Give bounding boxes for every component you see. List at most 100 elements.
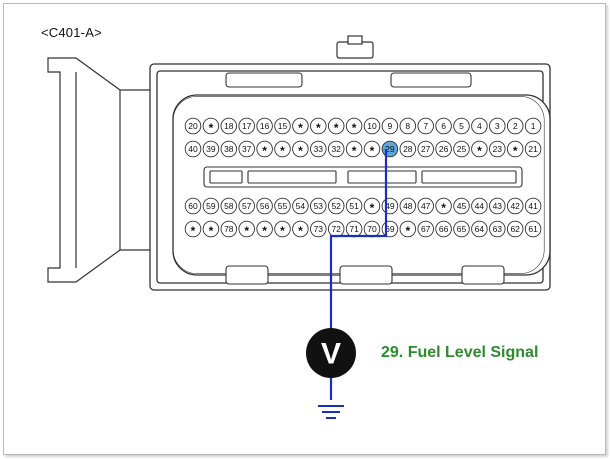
pin-circle [202,197,220,215]
pin-circle [417,197,434,215]
pin-empty: * [345,117,363,135]
pin-label: 78 [224,224,234,234]
pin-empty: * [363,197,381,215]
pin-circle [327,197,345,215]
pin-label: 58 [224,201,234,211]
pin-70: 70 [363,220,381,238]
pin-57: 57 [238,197,255,215]
pin-empty: * [345,140,363,158]
pin-circle [399,220,417,238]
pin-42: 42 [506,197,524,215]
pin-empty: * [202,220,220,238]
pin-label: 69 [385,224,395,234]
pin-circle [453,117,470,135]
pin-circle [274,117,291,135]
pin-20: 20 [184,117,202,135]
pin-label: 15 [278,121,288,131]
pin-44: 44 [471,197,488,215]
pin-circle [506,140,524,158]
pin-label: 39 [206,144,216,154]
pin-26: 26 [435,140,452,158]
pin-empty: * [327,117,345,135]
pin-32: 32 [327,140,345,158]
pin-label: 7 [423,121,428,131]
pin-circle [184,140,202,158]
pin-empty: * [292,140,309,158]
pin-27: 27 [417,140,434,158]
pin-41: 41 [524,197,542,215]
signal-label: 29. Fuel Level Signal [381,344,539,361]
pin-label: 2 [513,121,518,131]
pin-label: 60 [188,201,198,211]
pin-label: 49 [385,201,395,211]
pin-48: 48 [399,197,417,215]
pin-label: 66 [439,224,449,234]
pin-7: 7 [417,117,434,135]
pin-circle [417,140,434,158]
pin-circle [238,220,255,238]
pin-45: 45 [453,197,470,215]
pin-circle [292,117,309,135]
pin-empty: * [292,220,309,238]
pin-25: 25 [453,140,470,158]
pin-label: 63 [493,224,503,234]
pin-circle [435,140,452,158]
pin-circle [220,197,238,215]
pin-label: 59 [206,201,216,211]
pin-label: 57 [242,201,252,211]
pin-label: * [513,144,518,158]
pin-label: 64 [475,224,485,234]
pin-71: 71 [345,220,363,238]
pin-label: 42 [510,201,520,211]
pin-5: 5 [453,117,470,135]
pin-15: 15 [274,117,291,135]
pin-circle [238,197,255,215]
pin-empty: * [399,220,417,238]
pin-label: 16 [260,121,270,131]
pin-55: 55 [274,197,291,215]
pin-64: 64 [471,220,488,238]
pin-circle [453,220,470,238]
pin-label: * [280,144,285,158]
pin-label: 62 [510,224,520,234]
pin-63: 63 [489,220,506,238]
pin-label: 26 [439,144,449,154]
pin-label: 73 [314,224,324,234]
voltmeter-icon: V [306,328,356,378]
pin-circle [220,140,238,158]
pin-label: 6 [441,121,446,131]
pin-circle [238,140,255,158]
pin-2: 2 [506,117,524,135]
pin-1: 1 [524,117,542,135]
pin-label: 27 [421,144,431,154]
pin-empty: * [435,197,452,215]
pin-empty: * [256,140,273,158]
pin-circle [202,117,220,135]
pin-51: 51 [345,197,363,215]
pin-circle [238,117,255,135]
pin-label: * [352,121,357,135]
pin-label: 9 [388,121,393,131]
pin-4: 4 [471,117,488,135]
pin-label: 3 [495,121,500,131]
pin-empty: * [256,220,273,238]
pin-circle [363,140,381,158]
pin-circle [471,220,488,238]
pin-circle [202,140,220,158]
pin-circle [399,140,417,158]
pin-label: 5 [459,121,464,131]
pin-circle [453,197,470,215]
pin-circle [524,140,542,158]
pin-label: 28 [403,144,413,154]
pin-circle [292,220,309,238]
pin-52: 52 [327,197,345,215]
pin-label: 10 [367,121,377,131]
pin-label: 29 [385,144,395,154]
pin-61: 61 [524,220,542,238]
pin-58: 58 [220,197,238,215]
pin-circle [506,220,524,238]
pin-circle [417,117,434,135]
pin-label: * [209,224,214,238]
pin-circle [524,117,542,135]
